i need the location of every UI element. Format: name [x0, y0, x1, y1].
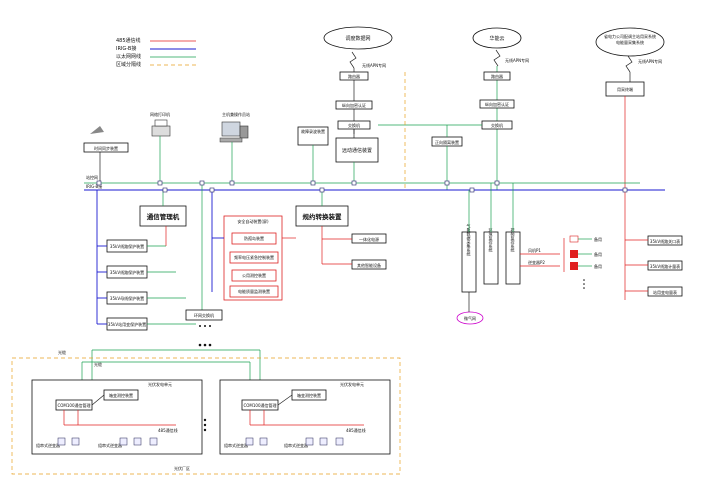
svg-text:主机兼操作员站: 主机兼操作员站: [222, 111, 250, 117]
svg-text:备用: 备用: [594, 263, 602, 269]
svg-text:调度数据网: 调度数据网: [345, 35, 370, 42]
legend: 485通信线 IRIG-B接 以太网网线 区域分隔线: [116, 37, 196, 68]
svg-text:交换机: 交换机: [348, 122, 360, 128]
svg-text:光伏厂区: 光伏厂区: [174, 465, 190, 471]
svg-text:故障录波装置: 故障录波装置: [301, 128, 325, 134]
svg-text:微气网: 微气网: [464, 315, 476, 321]
encrypt-left: [335, 100, 373, 110]
vertical-systems: 气象数据采集系统 环境监控系统 视频监控系统: [461, 183, 521, 293]
breaker-group: 风机P1 逆变器P2 备用 备用 备用: [520, 235, 602, 289]
svg-text:视频监控系统: 视频监控系统: [511, 227, 516, 253]
telecontrol-device: [335, 137, 379, 163]
svg-text:35kV线路计量表: 35kV线路计量表: [650, 263, 680, 269]
svg-text:环网交换机: 环网交换机: [194, 312, 214, 318]
svg-text:气象数据采集系统: 气象数据采集系统: [467, 223, 472, 257]
svg-text:交换机: 交换机: [491, 122, 503, 128]
protection-list: 35kV线路保护装置 35kV线路保护装置 35kV母线保护装置 35kV站用变…: [106, 239, 148, 331]
ellipsis-dots: [198, 325, 212, 432]
wireless-label-left: 无线APN专网: [362, 62, 386, 68]
svg-text:箱变测控装置: 箱变测控装置: [109, 392, 133, 398]
legend-item-irig: IRIG-B接: [116, 45, 136, 52]
ring-switch: [185, 309, 223, 321]
workstation-icon: 主机兼操作员站: [219, 111, 250, 143]
fiber-label-a: 光缆: [58, 349, 66, 355]
svg-text:35kV线路保护装置: 35kV线路保护装置: [110, 243, 144, 249]
svg-text:光伏发电单元: 光伏发电单元: [340, 381, 364, 387]
svg-text:安全自动装置(屏): 安全自动装置(屏): [237, 218, 269, 224]
svg-text:逆变器P2: 逆变器P2: [528, 259, 545, 265]
svg-text:COM100通信管理: COM100通信管理: [57, 402, 90, 408]
svg-text:公用测控装置: 公用测控装置: [242, 272, 266, 278]
svg-text:备用: 备用: [594, 251, 602, 257]
meter-list: 35kV线路关口表 35kV线路计量表 站用变电量表: [625, 235, 683, 297]
svg-text:规约转换装置: 规约转换装置: [303, 212, 343, 221]
other-smart-device: [351, 259, 387, 270]
gps-clock: 时间同步装置: [83, 126, 129, 153]
pv-unit-b: 光伏发电单元 COM100通信管理 箱变测控装置 组串式逆变器 组串式逆变器 4…: [219, 379, 391, 455]
svg-text:485通信线: 485通信线: [158, 427, 178, 433]
cloud-grid: 省电力公司配调主站用采系统 电能量采集系统: [595, 27, 665, 57]
legend-item-485: 485通信线: [116, 37, 141, 44]
svg-text:站用变电量表: 站用变电量表: [653, 289, 677, 295]
bus-nodes: [96, 180, 628, 193]
svg-text:纵向加密认证: 纵向加密认证: [342, 102, 366, 108]
legend-item-ethernet: 以太网网线: [116, 53, 141, 60]
bus-label-irig: IRIG-B接: [86, 183, 102, 189]
bus-label-station: 站控网: [86, 174, 98, 180]
svg-text:纵向加密认证: 纵向加密认证: [485, 101, 509, 107]
svg-text:时间同步装置: 时间同步装置: [94, 145, 118, 151]
svg-text:省电力公司配调主站用采系统: 省电力公司配调主站用采系统: [604, 33, 656, 39]
cloud-huaneng: 华能云: [472, 27, 522, 49]
svg-text:组串式逆变器: 组串式逆变器: [224, 442, 248, 448]
weather-cloud: [456, 311, 484, 325]
svg-text:光伏发电单元: 光伏发电单元: [148, 381, 172, 387]
svg-text:35kV母线保护装置: 35kV母线保护装置: [110, 295, 144, 301]
svg-text:其他智能设备: 其他智能设备: [357, 262, 381, 268]
svg-text:组串式逆变器: 组串式逆变器: [98, 442, 122, 448]
integrated-power: [351, 233, 387, 244]
svg-text:备用: 备用: [594, 236, 602, 242]
svg-text:网络打印机: 网络打印机: [150, 111, 170, 117]
svg-text:箱变测控装置: 箱变测控装置: [297, 392, 321, 398]
svg-text:一体化电源: 一体化电源: [359, 236, 379, 242]
svg-text:通信管理机: 通信管理机: [147, 212, 180, 221]
svg-text:用采终端: 用采终端: [617, 86, 633, 92]
svg-text:风机P1: 风机P1: [528, 247, 541, 253]
svg-text:35kV站用变保护装置: 35kV站用变保护装置: [108, 321, 146, 327]
svg-text:485通信线: 485通信线: [346, 427, 366, 433]
svg-text:华能云: 华能云: [489, 35, 504, 42]
svg-text:路由器: 路由器: [491, 73, 503, 79]
svg-text:防孤岛装置: 防孤岛装置: [244, 235, 264, 241]
printer-icon: 网络打印机: [150, 111, 171, 137]
svg-text:组串式逆变器: 组串式逆变器: [36, 442, 60, 448]
svg-text:电能量采集系统: 电能量采集系统: [616, 39, 644, 45]
fiber-label-b: 光缆: [94, 361, 102, 367]
wireless-label-mid: 无线APN专网: [505, 57, 529, 63]
fault-recorder: 故障录波装置: [297, 126, 329, 146]
legend-item-area: 区域分隔线: [116, 61, 141, 68]
svg-text:远动通信装置: 远动通信装置: [342, 147, 372, 154]
router-left: [339, 71, 369, 81]
encrypt-mid: [479, 99, 515, 109]
svg-text:环境监控系统: 环境监控系统: [489, 228, 494, 253]
pv-unit-a: 光伏发电单元 COM100通信管理 箱变测控装置 组串式逆变器 组串式逆变器 4…: [31, 379, 203, 455]
svg-text:35kV线路关口表: 35kV线路关口表: [650, 238, 680, 244]
svg-text:35kV线路保护装置: 35kV线路保护装置: [110, 269, 144, 275]
svg-text:正向隔离装置: 正向隔离装置: [435, 139, 459, 145]
wireless-label-right: 无线APN专网: [638, 58, 662, 64]
svg-text:COM100通信管理: COM100通信管理: [243, 402, 276, 408]
router-mid: [483, 71, 511, 81]
svg-text:频率电压紧急控制装置: 频率电压紧急控制装置: [234, 254, 274, 260]
cloud-dispatch: 调度数据网: [323, 26, 393, 50]
svg-text:组串式逆变器: 组串式逆变器: [284, 442, 308, 448]
svg-text:路由器: 路由器: [348, 73, 360, 79]
svg-text:电能质量监测装置: 电能质量监测装置: [238, 288, 270, 294]
